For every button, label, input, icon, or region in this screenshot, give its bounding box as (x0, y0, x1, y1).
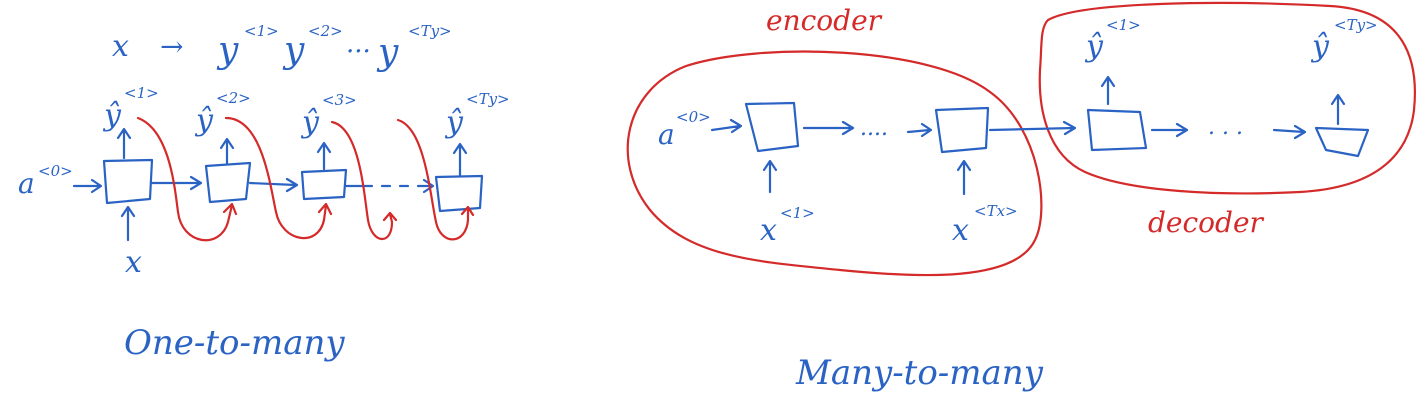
cell-3 (300, 168, 348, 201)
decoder-label: decoder (1148, 206, 1265, 239)
formula-yT: y (376, 32, 399, 73)
decoder-arrow-1 (1150, 122, 1189, 138)
feedback-loop-4 (396, 118, 475, 241)
encoder-label: encoder (766, 4, 883, 37)
one-to-many-section: x → y <1> y <2> ... y <Ty> a <0> x (18, 22, 510, 363)
h-arrow-2 (248, 177, 299, 193)
mm-a0-label: a (658, 118, 675, 151)
formula-yT-sup: <Ty> (408, 22, 452, 40)
formula-dots: ... (346, 29, 371, 59)
encoder-input-arrow-1 (762, 159, 778, 194)
encoder-input-x1: x (760, 213, 777, 248)
encoder-input-xT: x (952, 213, 969, 248)
encoder-dots: .... (860, 116, 888, 141)
decoder-cell-2 (1314, 126, 1370, 158)
output-y2-sup: <2> (216, 89, 251, 107)
h-arrow-1 (150, 175, 203, 191)
up-arrow-2 (219, 137, 235, 165)
input-x: x (125, 245, 142, 280)
formula-x: x (112, 29, 129, 64)
formula-y2: y (282, 30, 305, 71)
up-arrow-4 (452, 142, 468, 177)
formula-y1: y (216, 30, 239, 71)
encoder-cell-2 (934, 106, 990, 154)
output-y1: ŷ (102, 98, 122, 133)
up-arrow-3 (316, 141, 332, 171)
output-yT: ŷ (444, 105, 464, 140)
cell-1 (102, 158, 154, 205)
decoder-up-arrow-2 (1330, 93, 1346, 126)
encoder-input-x1-sup: <1> (780, 204, 815, 222)
feedback-loop-3 (330, 120, 398, 241)
cell-4 (434, 174, 484, 213)
formula-y2-sup: <2> (308, 22, 343, 40)
decoder-output-y1: ŷ (1084, 29, 1104, 64)
feedback-loop-2 (224, 116, 333, 240)
decoder-up-arrow-1 (1100, 75, 1116, 106)
decoder-cell-1 (1086, 108, 1148, 152)
cell-2 (204, 161, 252, 204)
encoder-input-xT-sup: <Tx> (974, 202, 1018, 220)
decoder-output-yT: ŷ (1310, 29, 1330, 64)
encoder-arrow-1 (802, 120, 855, 136)
encoder-cell-1 (744, 101, 800, 153)
decoder-output-yT-sup: <Ty> (1334, 16, 1378, 34)
decoder-arrow-2 (1272, 124, 1307, 140)
a0-sup: <0> (38, 162, 73, 180)
feedback-loop-1 (136, 116, 238, 242)
formula-arrow: → (160, 30, 183, 63)
formula-y1-sup: <1> (244, 22, 279, 40)
a0-label: a (18, 167, 35, 200)
encoder-input-arrow-2 (956, 159, 972, 196)
up-arrow-1 (116, 127, 132, 160)
caption-one-to-many: One-to-many (124, 323, 345, 363)
output-yT-sup: <Ty> (466, 90, 510, 108)
many-to-many-section: encoder decoder a <0> .... x <1> x <Tx> … (626, 1, 1416, 393)
caption-many-to-many: Many-to-many (795, 353, 1044, 393)
output-y1-sup: <1> (124, 84, 159, 102)
mm-a0-sup: <0> (676, 108, 711, 126)
encoder-boundary (626, 50, 1043, 277)
mm-a0-arrow (710, 118, 743, 134)
output-y3: ŷ (300, 105, 320, 140)
h-arrow-3-dotted (344, 178, 435, 194)
formula: x → y <1> y <2> ... y <Ty> (112, 22, 452, 73)
input-arrow (120, 205, 136, 242)
output-y2: ŷ (194, 103, 214, 138)
decoder-dots: . . . (1208, 115, 1243, 140)
encoder-arrow-2 (906, 122, 933, 138)
decoder-output-y1-sup: <1> (1106, 16, 1141, 34)
a0-arrow (72, 178, 103, 194)
output-y3-sup: <3> (322, 91, 357, 109)
decoder-boundary (1038, 1, 1416, 195)
encoder-to-decoder-arrow (988, 120, 1077, 136)
